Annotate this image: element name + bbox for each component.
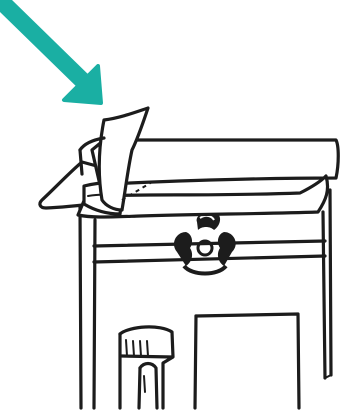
cup-item	[120, 327, 173, 408]
diagonal-arrow-icon	[6, 6, 101, 103]
lower-panel	[195, 314, 299, 408]
container-lid	[40, 108, 338, 217]
